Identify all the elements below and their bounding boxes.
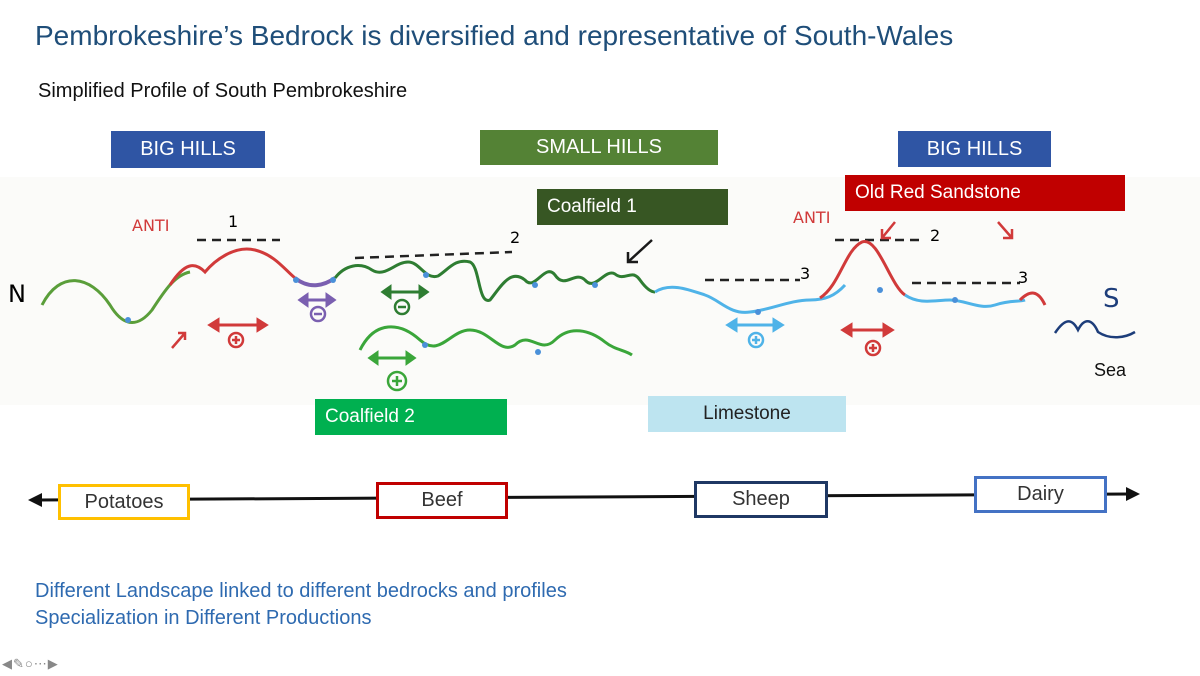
blue-right-profile [904, 293, 1026, 308]
production-sheep: Sheep [694, 481, 828, 518]
down-arrow-right [997, 221, 1014, 240]
sea-waves [1053, 320, 1136, 339]
arrow-light-green [367, 350, 417, 366]
pen-icon[interactable]: ✎ [13, 656, 25, 671]
coalfield2-label: Coalfield 2 [315, 399, 507, 435]
red-anticline-right [819, 240, 906, 300]
purple-trough [293, 276, 337, 288]
level-line-2 [354, 250, 513, 260]
coalfield-pointer-arrow [626, 239, 653, 264]
down-arrow-mid [880, 221, 896, 240]
arrow-right-red [840, 322, 895, 338]
arrow-left-icon[interactable]: ◀ [2, 656, 13, 671]
anti-label-left: ANTI [132, 216, 170, 235]
big-hills-right-label: BIG HILLS [898, 131, 1051, 167]
level-label-1: 1 [228, 212, 239, 231]
footer-line-2: Specialization in Different Productions [35, 607, 372, 629]
big-hills-left-label: BIG HILLS [111, 131, 265, 168]
arrow-purple [297, 292, 337, 308]
menu-icon[interactable]: ⋯ [33, 656, 48, 671]
slide-nav: ◀✎○⋯▶ [2, 656, 59, 672]
pointer-icon[interactable]: ○ [24, 656, 34, 671]
footer-line-1: Different Landscape linked to different … [35, 580, 567, 602]
level-label-3: 3 [800, 264, 811, 283]
minus-icon [309, 305, 327, 323]
level-label-3-right: 3 [1018, 268, 1029, 287]
red-right-end [1018, 291, 1047, 306]
coalfield1-label: Coalfield 1 [537, 189, 728, 225]
production-beef: Beef [376, 482, 508, 519]
production-potatoes: Potatoes [58, 484, 190, 520]
level-label-2: 2 [510, 228, 521, 247]
limestone-profile [654, 283, 847, 314]
coalfield2-profile [358, 325, 633, 357]
plus-icon [747, 331, 765, 349]
arrow-left-red [207, 317, 269, 333]
red-anticline-left [168, 247, 296, 286]
axis-arrow-right [1126, 487, 1140, 501]
axis-arrow-left [28, 493, 42, 507]
slide-title: Pembrokeshire’s Bedrock is diversified a… [35, 20, 954, 51]
plus-icon [227, 331, 245, 349]
production-axis [37, 492, 1131, 502]
level-label-2-right: 2 [930, 226, 941, 245]
arrow-blue [725, 317, 785, 333]
limestone-label: Limestone [648, 396, 846, 432]
north-label: N [8, 280, 26, 308]
arrow-dark-green [380, 284, 430, 300]
sea-label: Sea [1094, 360, 1127, 380]
old-red-sandstone-label: Old Red Sandstone [845, 175, 1125, 211]
uplift-arrow [171, 331, 187, 349]
coalfield1-profile [333, 259, 656, 302]
arrow-right-icon[interactable]: ▶ [47, 656, 59, 671]
small-hills-label: SMALL HILLS [480, 130, 718, 165]
plus-icon [386, 370, 408, 392]
production-dairy: Dairy [974, 476, 1107, 513]
minus-icon [393, 298, 411, 316]
profile-subtitle: Simplified Profile of South Pembrokeshir… [38, 80, 408, 102]
south-label: S [1103, 284, 1120, 314]
anti-label-right: ANTI [793, 208, 831, 227]
plus-icon [864, 339, 882, 357]
green-left-hill [40, 270, 191, 324]
